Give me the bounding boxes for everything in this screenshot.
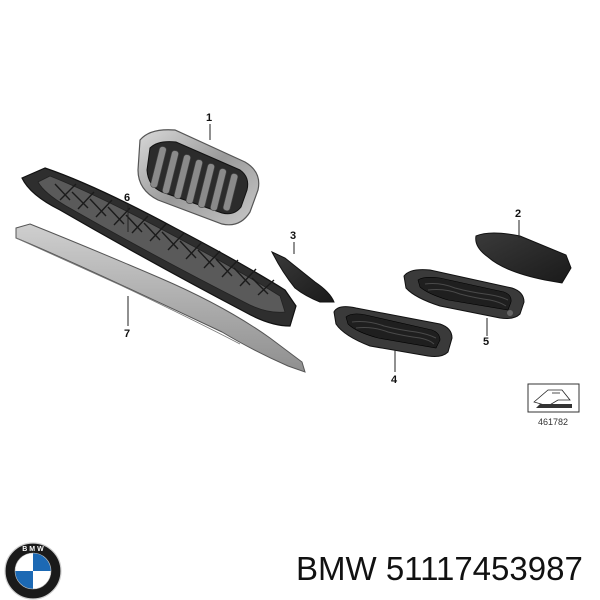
callout-number-5: 5: [483, 336, 489, 348]
callout-number-6: 6: [124, 192, 130, 204]
callout-number-2: 2: [515, 208, 521, 220]
trim-strip-part: [15, 223, 306, 373]
callout-number-7: 7: [124, 328, 130, 340]
left-vent-insert-part: [333, 306, 453, 357]
callout-number-4: 4: [391, 374, 398, 386]
right-vent-insert-part: [403, 269, 525, 319]
bracket-part: [270, 250, 335, 303]
brand-logo: B M W: [4, 542, 62, 600]
kidney-grille-part: [137, 129, 260, 226]
diagram-reference-number: 461782: [538, 417, 568, 427]
reference-symbol-box: [527, 383, 580, 413]
leader-lines: [127, 124, 520, 372]
part-number-caption: BMW 51117453987: [296, 550, 583, 587]
callout-number-3: 3: [290, 230, 296, 242]
lower-grille-mesh-part: [21, 167, 297, 327]
cover-flap-part: [475, 232, 572, 284]
callout-number-1: 1: [206, 112, 212, 124]
svg-text:B M W: B M W: [22, 546, 44, 553]
